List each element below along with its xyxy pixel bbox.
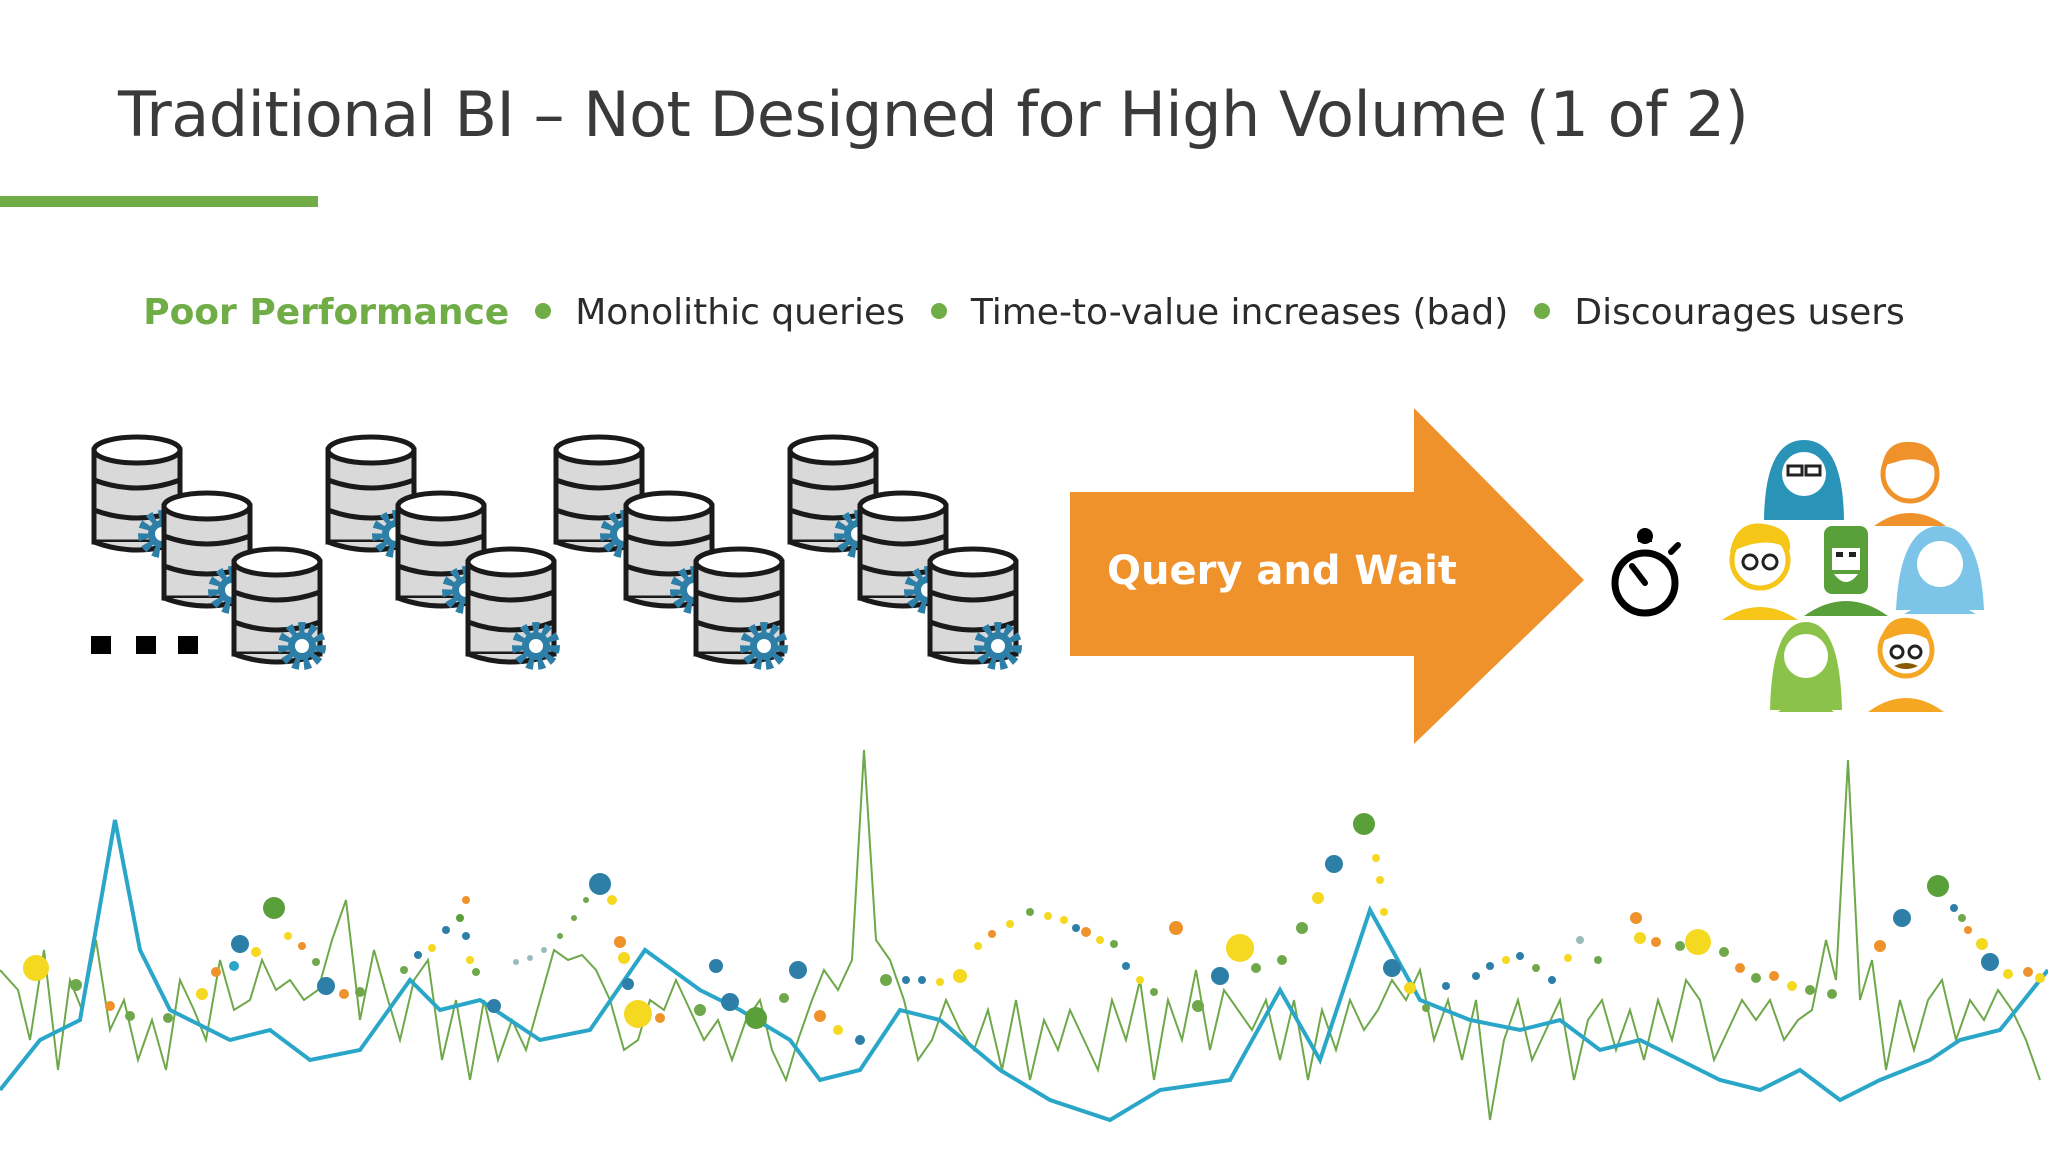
database-gear-icon <box>790 437 1016 664</box>
bullet-bar: Poor Performance Monolithic queries Time… <box>0 292 2048 333</box>
bullet-dot <box>535 302 552 319</box>
bullet-dot <box>1534 302 1551 319</box>
user-avatar <box>1722 523 1798 620</box>
bullet-item-1: Monolithic queries <box>575 292 905 333</box>
user-avatar <box>1868 617 1944 712</box>
user-avatar <box>1874 441 1946 526</box>
query-arrow <box>1070 408 1584 744</box>
timeseries-background <box>0 749 2048 1123</box>
bullet-item-2: Time-to-value increases (bad) <box>970 292 1509 333</box>
user-group-icon <box>1722 440 1984 712</box>
database-gear-icon <box>94 437 320 664</box>
bullet-heading: Poor Performance <box>143 292 510 333</box>
bullet-item-3: Discourages users <box>1574 292 1905 333</box>
title-underline <box>0 196 318 207</box>
user-avatar <box>1764 440 1844 520</box>
slide-title: Traditional BI – Not Designed for High V… <box>118 78 1749 151</box>
user-avatar <box>1770 622 1842 712</box>
blue-series-line <box>0 819 2048 1123</box>
bullet-dot <box>930 302 947 319</box>
stopwatch-icon <box>1611 528 1681 617</box>
scatter-dots <box>23 813 2045 1045</box>
ellipsis-icon <box>91 636 198 654</box>
database-gear-icon <box>556 437 782 664</box>
arrow-label: Query and Wait <box>1107 548 1457 594</box>
green-series-line <box>0 749 2041 1121</box>
user-avatar <box>1896 526 1984 614</box>
user-avatar <box>1804 526 1888 616</box>
database-gear-icon <box>328 437 554 664</box>
